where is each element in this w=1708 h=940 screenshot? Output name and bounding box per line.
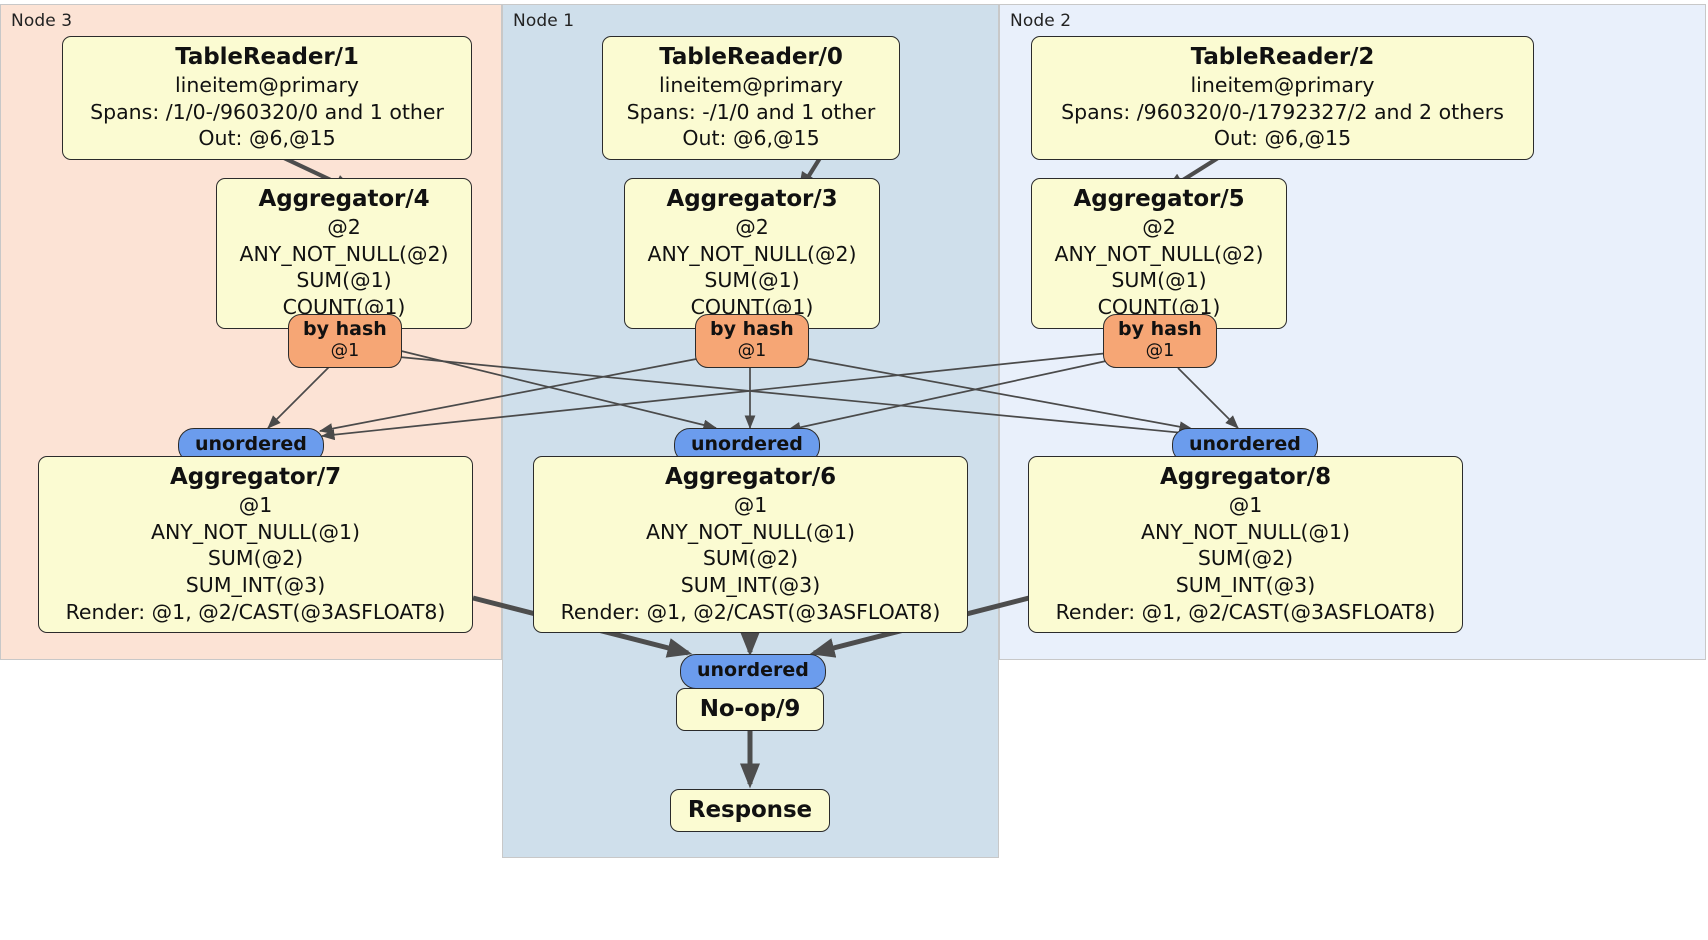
processor-line: lineitem@primary [1190,72,1375,97]
collector-label: unordered [195,433,307,455]
processor-line: Render: @1, @2/CAST(@3ASFLOAT8) [65,599,446,624]
processor-line: @1 [1228,492,1263,517]
router-by-hash-node1[interactable]: by hash @1 [695,314,809,368]
processor-title: Aggregator/4 [258,186,430,212]
processor-title: Aggregator/5 [1073,186,1245,212]
processor-line: @2 [1142,214,1176,239]
processor-tablereader-0[interactable]: TableReader/0 lineitem@primary Spans: -/… [602,36,900,160]
processor-title: TableReader/1 [175,44,359,70]
processor-line: SUM_INT(@3) [680,572,821,597]
processor-line: ANY_NOT_NULL(@1) [150,519,361,544]
processor-line: lineitem@primary [658,72,844,97]
processor-line: ANY_NOT_NULL(@2) [1054,241,1264,266]
collector-label: unordered [697,659,809,681]
processor-response[interactable]: Response [670,789,830,832]
router-column-label: @1 [1145,341,1175,362]
processor-line: @1 [733,492,768,517]
processor-line: Out: @6,@15 [1213,126,1352,151]
processor-line: Spans: /1/0-/960320/0 and 1 other [90,99,444,124]
processor-title: Aggregator/8 [1160,464,1331,490]
processor-line: SUM(@1) [1111,268,1207,293]
processor-line: @1 [238,492,273,517]
node-panel-label-node1: Node 1 [513,11,575,31]
router-by-hash-node3[interactable]: by hash @1 [288,314,402,368]
processor-title: Aggregator/7 [170,464,341,490]
processor-title: Aggregator/6 [665,464,836,490]
processor-title: Aggregator/3 [666,186,838,212]
processor-line: ANY_NOT_NULL(@1) [645,519,856,544]
collector-label: unordered [691,433,803,455]
processor-line: SUM(@1) [296,268,392,293]
processor-aggregator-4[interactable]: Aggregator/4 @2 ANY_NOT_NULL(@2) SUM(@1)… [216,178,472,329]
processor-line: SUM(@2) [207,546,304,571]
processor-line: SUM_INT(@3) [1175,572,1316,597]
processor-aggregator-5[interactable]: Aggregator/5 @2 ANY_NOT_NULL(@2) SUM(@1)… [1031,178,1287,329]
processor-line: Spans: /960320/0-/1792327/2 and 2 others [1061,99,1504,124]
processor-title: Response [687,797,813,823]
router-column-label: @1 [330,341,360,362]
processor-tablereader-1[interactable]: TableReader/1 lineitem@primary Spans: /1… [62,36,472,160]
processor-aggregator-8[interactable]: Aggregator/8 @1 ANY_NOT_NULL(@1) SUM(@2)… [1028,456,1463,634]
processor-line: Spans: -/1/0 and 1 other [626,99,876,124]
processor-noop-9[interactable]: No-op/9 [676,688,824,731]
processor-title: No-op/9 [699,696,801,722]
processor-title: TableReader/0 [659,44,843,70]
router-type-label: by hash [1118,318,1202,340]
node-panel-label-node3: Node 3 [11,11,73,31]
collector-label: unordered [1189,433,1301,455]
processor-line: ANY_NOT_NULL(@1) [1140,519,1351,544]
processor-line: SUM_INT(@3) [185,572,326,597]
processor-line: Render: @1, @2/CAST(@3ASFLOAT8) [560,599,941,624]
router-by-hash-node2[interactable]: by hash @1 [1103,314,1217,368]
processor-aggregator-6[interactable]: Aggregator/6 @1 ANY_NOT_NULL(@1) SUM(@2)… [533,456,968,634]
processor-line: Render: @1, @2/CAST(@3ASFLOAT8) [1055,599,1436,624]
processor-aggregator-7[interactable]: Aggregator/7 @1 ANY_NOT_NULL(@1) SUM(@2)… [38,456,473,634]
processor-line: SUM(@2) [702,546,799,571]
processor-line: ANY_NOT_NULL(@2) [647,241,857,266]
processor-line: @2 [327,214,361,239]
processor-line: Out: @6,@15 [682,126,820,151]
collector-unordered-final[interactable]: unordered [680,654,826,689]
router-type-label: by hash [303,318,387,340]
processor-line: SUM(@1) [704,268,800,293]
router-column-label: @1 [737,341,767,362]
node-panel-label-node2: Node 2 [1010,11,1072,31]
processor-title: TableReader/2 [1190,44,1375,70]
router-type-label: by hash [710,318,794,340]
processor-line: ANY_NOT_NULL(@2) [239,241,449,266]
processor-tablereader-2[interactable]: TableReader/2 lineitem@primary Spans: /9… [1031,36,1534,160]
processor-aggregator-3[interactable]: Aggregator/3 @2 ANY_NOT_NULL(@2) SUM(@1)… [624,178,880,329]
processor-line: lineitem@primary [174,72,360,97]
processor-line: @2 [735,214,769,239]
processor-line: SUM(@2) [1197,546,1294,571]
processor-line: Out: @6,@15 [198,126,336,151]
